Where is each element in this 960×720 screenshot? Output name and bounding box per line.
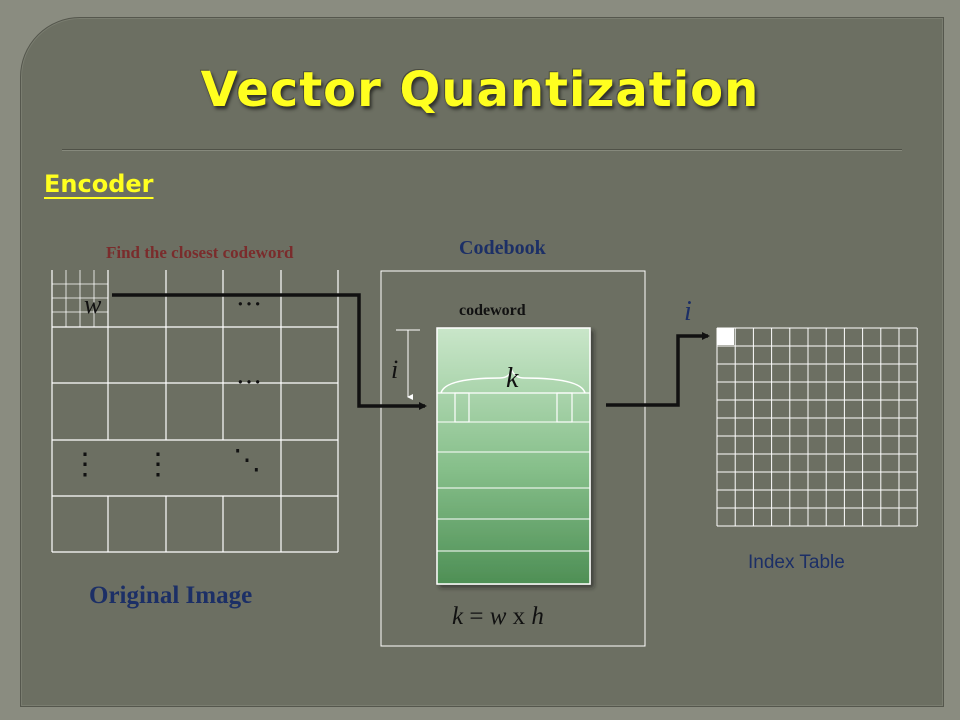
codebook-title: Codebook xyxy=(459,237,546,259)
ellipsis-horizontal-mid: … xyxy=(236,360,262,390)
selected-codeword-row xyxy=(437,392,590,423)
title-divider xyxy=(62,149,902,151)
block-to-codebook-arrow xyxy=(112,293,427,410)
codeword-label: codeword xyxy=(459,302,526,319)
codebook-to-index-arrow xyxy=(606,332,710,407)
formula-equals: = xyxy=(463,603,490,630)
block-subgrid xyxy=(52,270,108,327)
k-brace xyxy=(440,369,586,394)
formula-times: x xyxy=(506,603,532,630)
ellipsis-horizontal-top: … xyxy=(236,282,262,312)
dimension-formula: k = w x h xyxy=(452,603,544,631)
original-image-label: Original Image xyxy=(89,582,253,609)
codeword-length-variable: k xyxy=(506,363,519,394)
encoder-heading: Encoder xyxy=(44,170,154,198)
find-closest-label: Find the closest codeword xyxy=(106,243,294,262)
formula-h: h xyxy=(531,603,544,630)
index-table-label: Index Table xyxy=(748,552,845,573)
row-index-pointer xyxy=(396,329,420,400)
formula-k: k xyxy=(452,603,464,630)
block-width-variable: w xyxy=(84,290,102,319)
index-output-variable: i xyxy=(684,296,692,327)
codebook-index-variable: i xyxy=(391,355,399,384)
codebook-column xyxy=(436,327,591,585)
ellipsis-diagonal: ⋱ xyxy=(233,443,261,476)
formula-w: w xyxy=(489,603,507,630)
index-table-selected-cell xyxy=(717,328,734,345)
ellipsis-vertical-left: ⋮ xyxy=(70,447,100,482)
ellipsis-vertical-middle: ⋮ xyxy=(143,447,173,482)
slide-title: Vector Quantization xyxy=(200,62,760,118)
codebook-box xyxy=(380,270,646,647)
original-image-grid xyxy=(51,270,339,553)
index-table-grid xyxy=(716,327,918,527)
